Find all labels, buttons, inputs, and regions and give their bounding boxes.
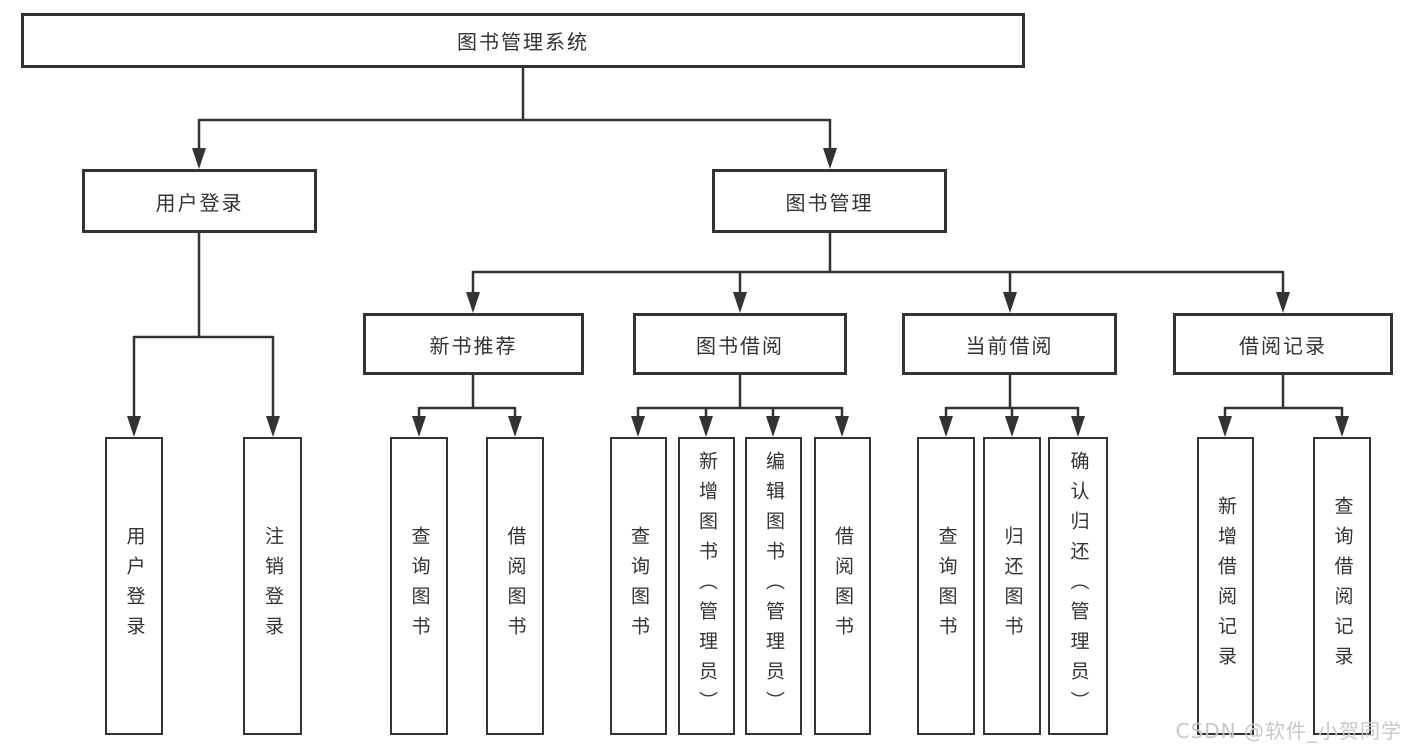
node-book-management: 图书管理	[712, 169, 947, 233]
node-new-book-recommend: 新书推荐	[363, 313, 584, 375]
node-borrowing-records: 借阅记录	[1173, 313, 1393, 375]
leaf-query-borrow-record: 查询借阅记录	[1313, 437, 1371, 735]
leaf-add-borrow-record: 新增借阅记录	[1197, 437, 1254, 735]
leaf-add-books-admin: 新增图书（管理员）	[678, 437, 735, 735]
node-current-borrowing: 当前借阅	[902, 313, 1117, 375]
leaf-query-books-current: 查询图书	[917, 437, 975, 735]
node-book-borrowing: 图书借阅	[633, 313, 847, 375]
leaf-logout-login: 注销登录	[243, 437, 302, 735]
leaf-edit-books-admin: 编辑图书（管理员）	[745, 437, 802, 735]
leaf-borrow-books-borrowing: 借阅图书	[814, 437, 871, 735]
leaf-confirm-return-admin: 确认归还（管理员）	[1048, 437, 1108, 735]
leaf-query-books-recommend: 查询图书	[390, 437, 448, 735]
leaf-query-books-borrowing: 查询图书	[610, 437, 667, 735]
node-user-login: 用户登录	[82, 169, 317, 233]
leaf-return-books: 归还图书	[983, 437, 1041, 735]
leaf-borrow-books-recommend: 借阅图书	[486, 437, 544, 735]
csdn-watermark: CSDN @软件_小贺同学	[1175, 719, 1402, 743]
node-library-management-system: 图书管理系统	[21, 13, 1025, 68]
leaf-user-login: 用户登录	[105, 437, 163, 735]
